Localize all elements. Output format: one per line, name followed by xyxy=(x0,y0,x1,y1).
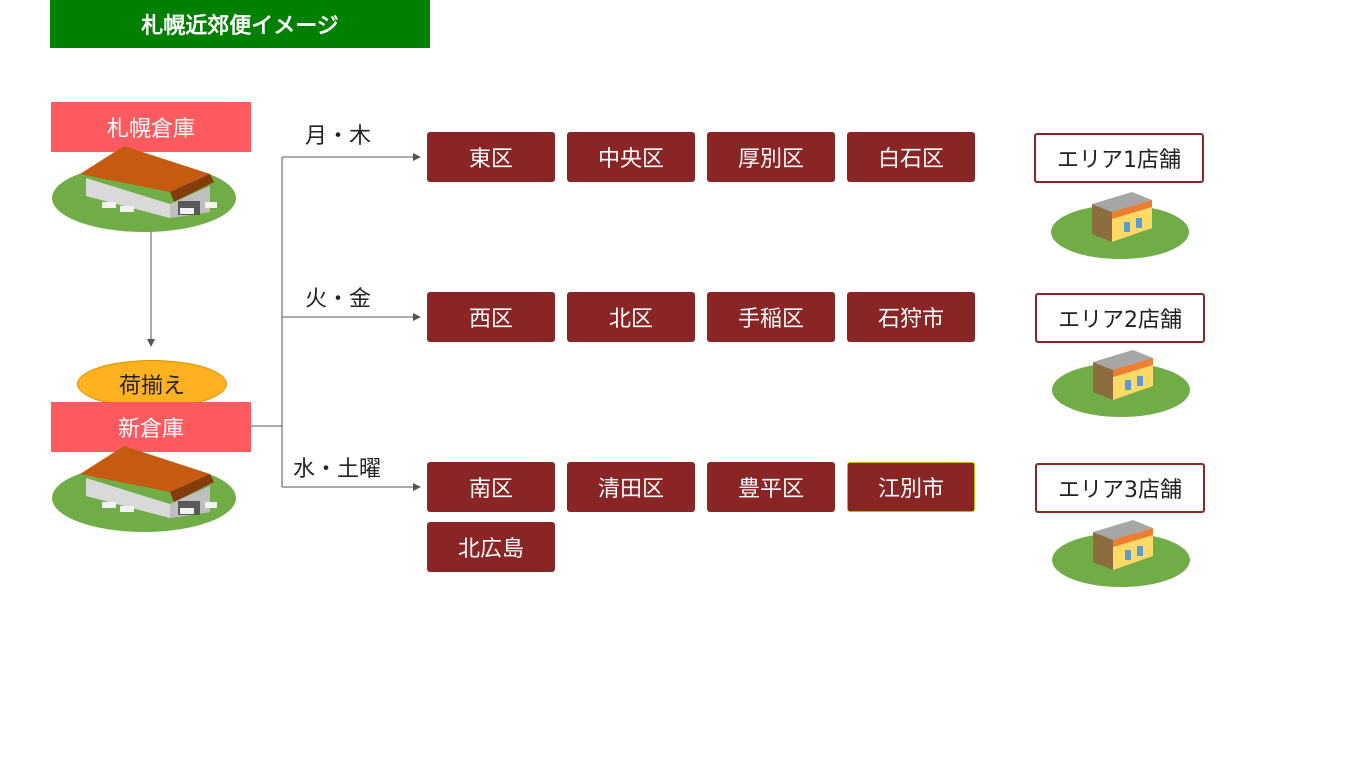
area-store-label: エリア1店舗 xyxy=(1034,133,1204,183)
route-days: 月・木 xyxy=(305,124,372,149)
district-box: 北広島 xyxy=(427,522,555,572)
district-box: 西区 xyxy=(427,292,555,342)
page-title: 札幌近郊便イメージ xyxy=(50,0,430,48)
prep-label: 荷揃え xyxy=(77,360,227,408)
sapporo-warehouse-label: 札幌倉庫 xyxy=(51,102,251,152)
district-box: 厚別区 xyxy=(707,132,835,182)
district-box: 手稲区 xyxy=(707,292,835,342)
area-store-label: エリア2店舗 xyxy=(1035,293,1205,343)
store-icon xyxy=(1052,350,1190,417)
district-box: 南区 xyxy=(427,462,555,512)
new-warehouse-label: 新倉庫 xyxy=(51,402,251,452)
area-store-label: エリア3店舗 xyxy=(1035,463,1205,513)
district-box: 江別市 xyxy=(847,462,975,512)
district-box: 石狩市 xyxy=(847,292,975,342)
district-box: 北区 xyxy=(567,292,695,342)
district-box: 中央区 xyxy=(567,132,695,182)
route-days: 火・金 xyxy=(305,287,372,312)
district-box: 東区 xyxy=(427,132,555,182)
store-icon xyxy=(1052,520,1190,587)
district-box: 豊平区 xyxy=(707,462,835,512)
warehouse-icon xyxy=(52,146,236,232)
warehouse-icon xyxy=(52,446,236,532)
route-days: 水・土曜 xyxy=(293,457,382,482)
store-icon xyxy=(1051,192,1189,259)
district-box: 白石区 xyxy=(847,132,975,182)
district-box: 清田区 xyxy=(567,462,695,512)
